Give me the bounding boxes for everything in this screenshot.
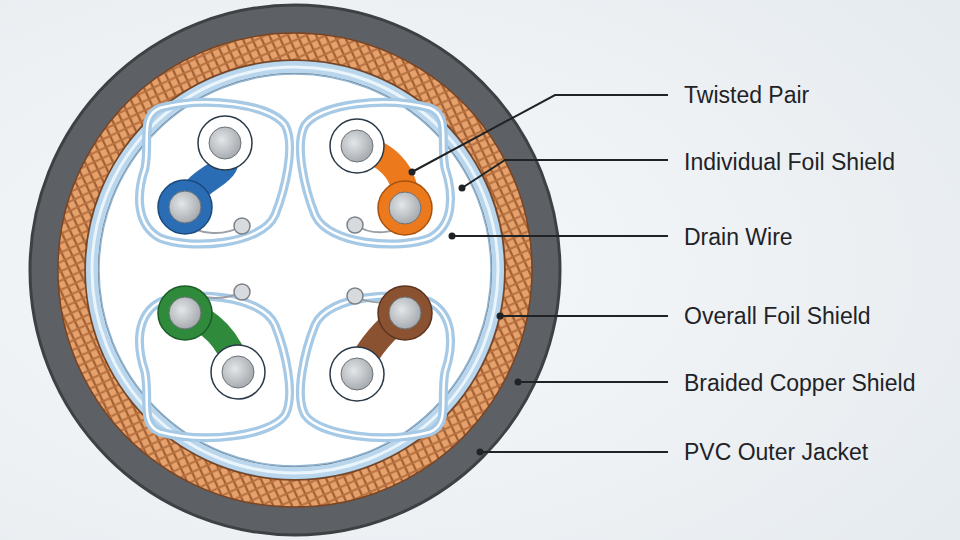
braided-shield: [58, 33, 532, 507]
leader-dots: [409, 169, 522, 456]
part-label: Twisted Pair: [684, 81, 809, 109]
twisted-pair-brown: [330, 286, 432, 401]
overall-foil: [92, 67, 498, 473]
core-fill: [99, 74, 491, 466]
part-label: Braided Copper Shield: [684, 369, 915, 397]
drain-wires: [182, 217, 410, 304]
twisted-pair-blue: [158, 116, 252, 234]
twisted-pair-orange: [330, 119, 432, 235]
part-label: PVC Outer Jacket: [684, 438, 868, 466]
pvc-jacket: [30, 5, 560, 535]
twisted-pair-green: [158, 286, 265, 399]
part-label: Individual Foil Shield: [684, 148, 895, 176]
part-label: Drain Wire: [684, 223, 793, 251]
leader-lines: [412, 95, 668, 452]
individual-foils: [139, 102, 450, 437]
part-label: Overall Foil Shield: [684, 302, 871, 330]
